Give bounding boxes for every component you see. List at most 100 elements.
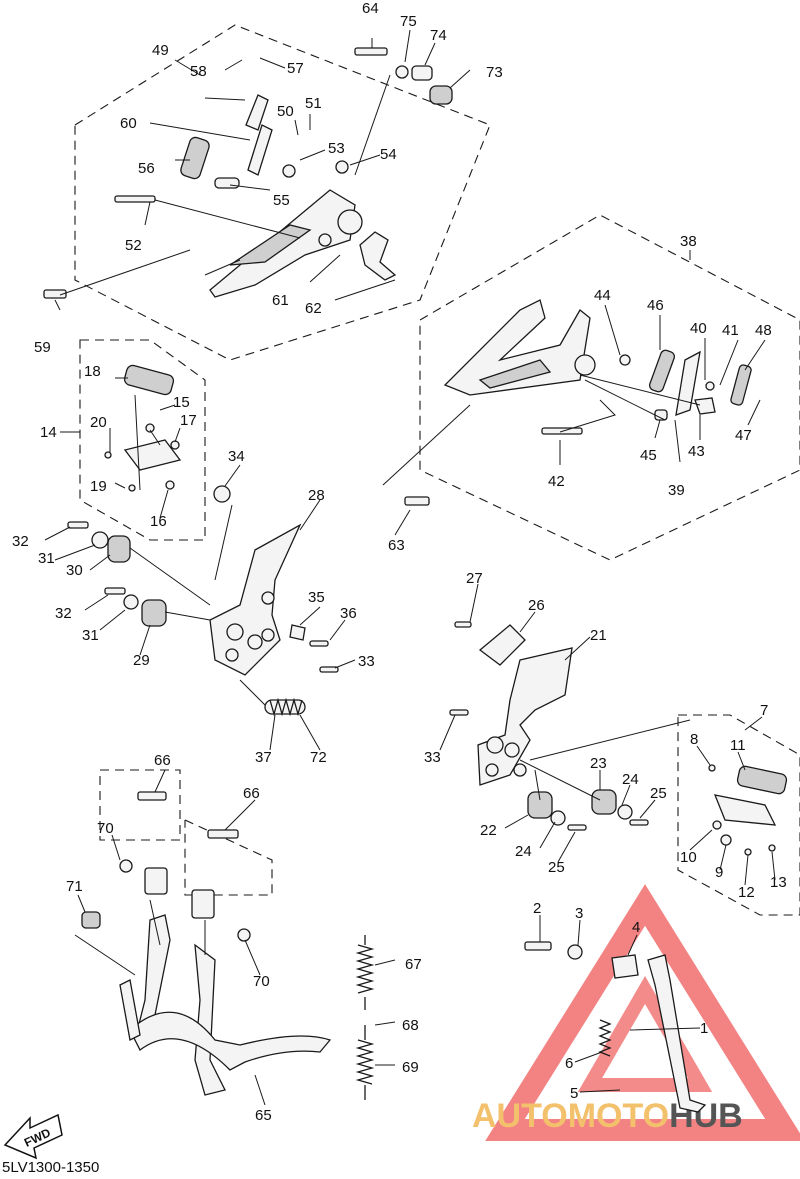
callout-36: 36	[340, 605, 357, 622]
callout-7: 7	[760, 702, 768, 719]
side-stand-assembly	[524, 941, 707, 1113]
callout-44: 44	[594, 287, 611, 304]
group-outline-49	[74, 24, 491, 361]
callout-40: 40	[690, 320, 707, 337]
assembly-lines-14	[134, 394, 161, 491]
group-outline-66b	[184, 819, 273, 896]
callout-63: 63	[388, 537, 405, 554]
callout-56: 56	[138, 160, 155, 177]
callout-52: 52	[125, 237, 142, 254]
callout-35: 35	[308, 589, 325, 606]
callout-43: 43	[688, 443, 705, 460]
callout-leaders	[44, 29, 776, 1106]
callout-34: 34	[228, 448, 245, 465]
right-footrest-assembly	[708, 764, 788, 856]
callout-33b: 33	[424, 749, 441, 766]
callout-24b: 24	[515, 843, 532, 860]
callout-32a: 32	[12, 533, 29, 550]
callout-4: 4	[632, 919, 640, 936]
callout-46: 46	[647, 297, 664, 314]
center-stand-assembly	[81, 791, 332, 1096]
callout-17: 17	[180, 412, 197, 429]
callout-21: 21	[590, 627, 607, 644]
callout-23: 23	[590, 755, 607, 772]
callout-51: 51	[305, 95, 322, 112]
callout-32b: 32	[55, 605, 72, 622]
assembly-lines-49	[59, 74, 391, 296]
watermark-text-automoto: AUTOMOTO	[472, 1097, 669, 1135]
callout-65: 65	[255, 1107, 272, 1124]
right-bracket-assembly	[449, 621, 649, 831]
callout-57: 57	[287, 60, 304, 77]
callout-2: 2	[533, 900, 541, 917]
callout-69: 69	[402, 1059, 419, 1076]
callout-13: 13	[770, 874, 787, 891]
callout-38: 38	[680, 233, 697, 250]
callout-3: 3	[575, 905, 583, 922]
callout-41: 41	[722, 322, 739, 339]
callout-15: 15	[173, 394, 190, 411]
callout-42: 42	[548, 473, 565, 490]
callout-30: 30	[66, 562, 83, 579]
callout-24a: 24	[622, 771, 639, 788]
callout-6: 6	[565, 1055, 573, 1072]
callout-70b: 70	[253, 973, 270, 990]
watermark-logo: AUTOMOTOHUB	[472, 884, 800, 1141]
callout-68: 68	[402, 1017, 419, 1034]
callout-14: 14	[40, 424, 57, 441]
callout-37: 37	[255, 749, 272, 766]
callout-19: 19	[90, 478, 107, 495]
callout-1: 1	[700, 1020, 708, 1037]
group-outline-66a	[99, 769, 181, 841]
callout-47: 47	[735, 427, 752, 444]
group-outline-7	[677, 714, 800, 916]
callout-71: 71	[66, 878, 83, 895]
callout-31b: 31	[82, 627, 99, 644]
callout-55: 55	[273, 192, 290, 209]
stand-springs	[355, 935, 375, 1100]
callout-62: 62	[305, 300, 322, 317]
callout-22: 22	[480, 822, 497, 839]
assembly-lines-21	[519, 719, 691, 801]
callout-8: 8	[690, 731, 698, 748]
callout-66b: 66	[243, 785, 260, 802]
callout-74: 74	[430, 27, 447, 44]
callout-16: 16	[150, 513, 167, 530]
callout-11: 11	[730, 737, 746, 754]
callout-45: 45	[640, 447, 657, 464]
front-right-bracket-assembly	[404, 299, 752, 506]
assembly-lines-38	[382, 374, 701, 486]
callout-61: 61	[272, 292, 289, 309]
callout-27: 27	[466, 570, 483, 587]
callout-10: 10	[680, 849, 697, 866]
callout-49: 49	[152, 42, 169, 59]
callout-39: 39	[668, 482, 685, 499]
callout-28: 28	[308, 487, 325, 504]
svg-text:AUTOMOTOHUB: AUTOMOTOHUB	[472, 1097, 743, 1135]
left-bracket-assembly	[67, 485, 339, 717]
fwd-arrow-icon: FWD	[3, 1113, 63, 1160]
callout-64: 64	[362, 0, 379, 17]
callout-59: 59	[34, 339, 51, 356]
callout-72: 72	[310, 749, 327, 766]
callout-75: 75	[400, 13, 417, 30]
callout-66a: 66	[154, 752, 171, 769]
callout-70a: 70	[97, 820, 114, 837]
callout-73: 73	[486, 64, 503, 81]
callout-29: 29	[133, 652, 150, 669]
callout-50: 50	[277, 103, 294, 120]
callout-labels: 1 2 3 4 5 6 7 8 9 10 11 12 13 14 15 16 1…	[12, 0, 787, 1124]
callout-54: 54	[380, 146, 397, 163]
left-footrest-assembly	[104, 364, 182, 492]
assembly-lines-65	[74, 899, 206, 976]
rear-footrest-bracket-assembly	[43, 47, 453, 299]
callout-5: 5	[570, 1085, 578, 1102]
callout-48: 48	[755, 322, 772, 339]
assembly-lines-28	[129, 504, 266, 706]
callout-60: 60	[120, 115, 137, 132]
callout-53: 53	[328, 140, 345, 157]
callout-25b: 25	[548, 859, 565, 876]
callout-12: 12	[738, 884, 755, 901]
callout-67: 67	[405, 956, 422, 973]
